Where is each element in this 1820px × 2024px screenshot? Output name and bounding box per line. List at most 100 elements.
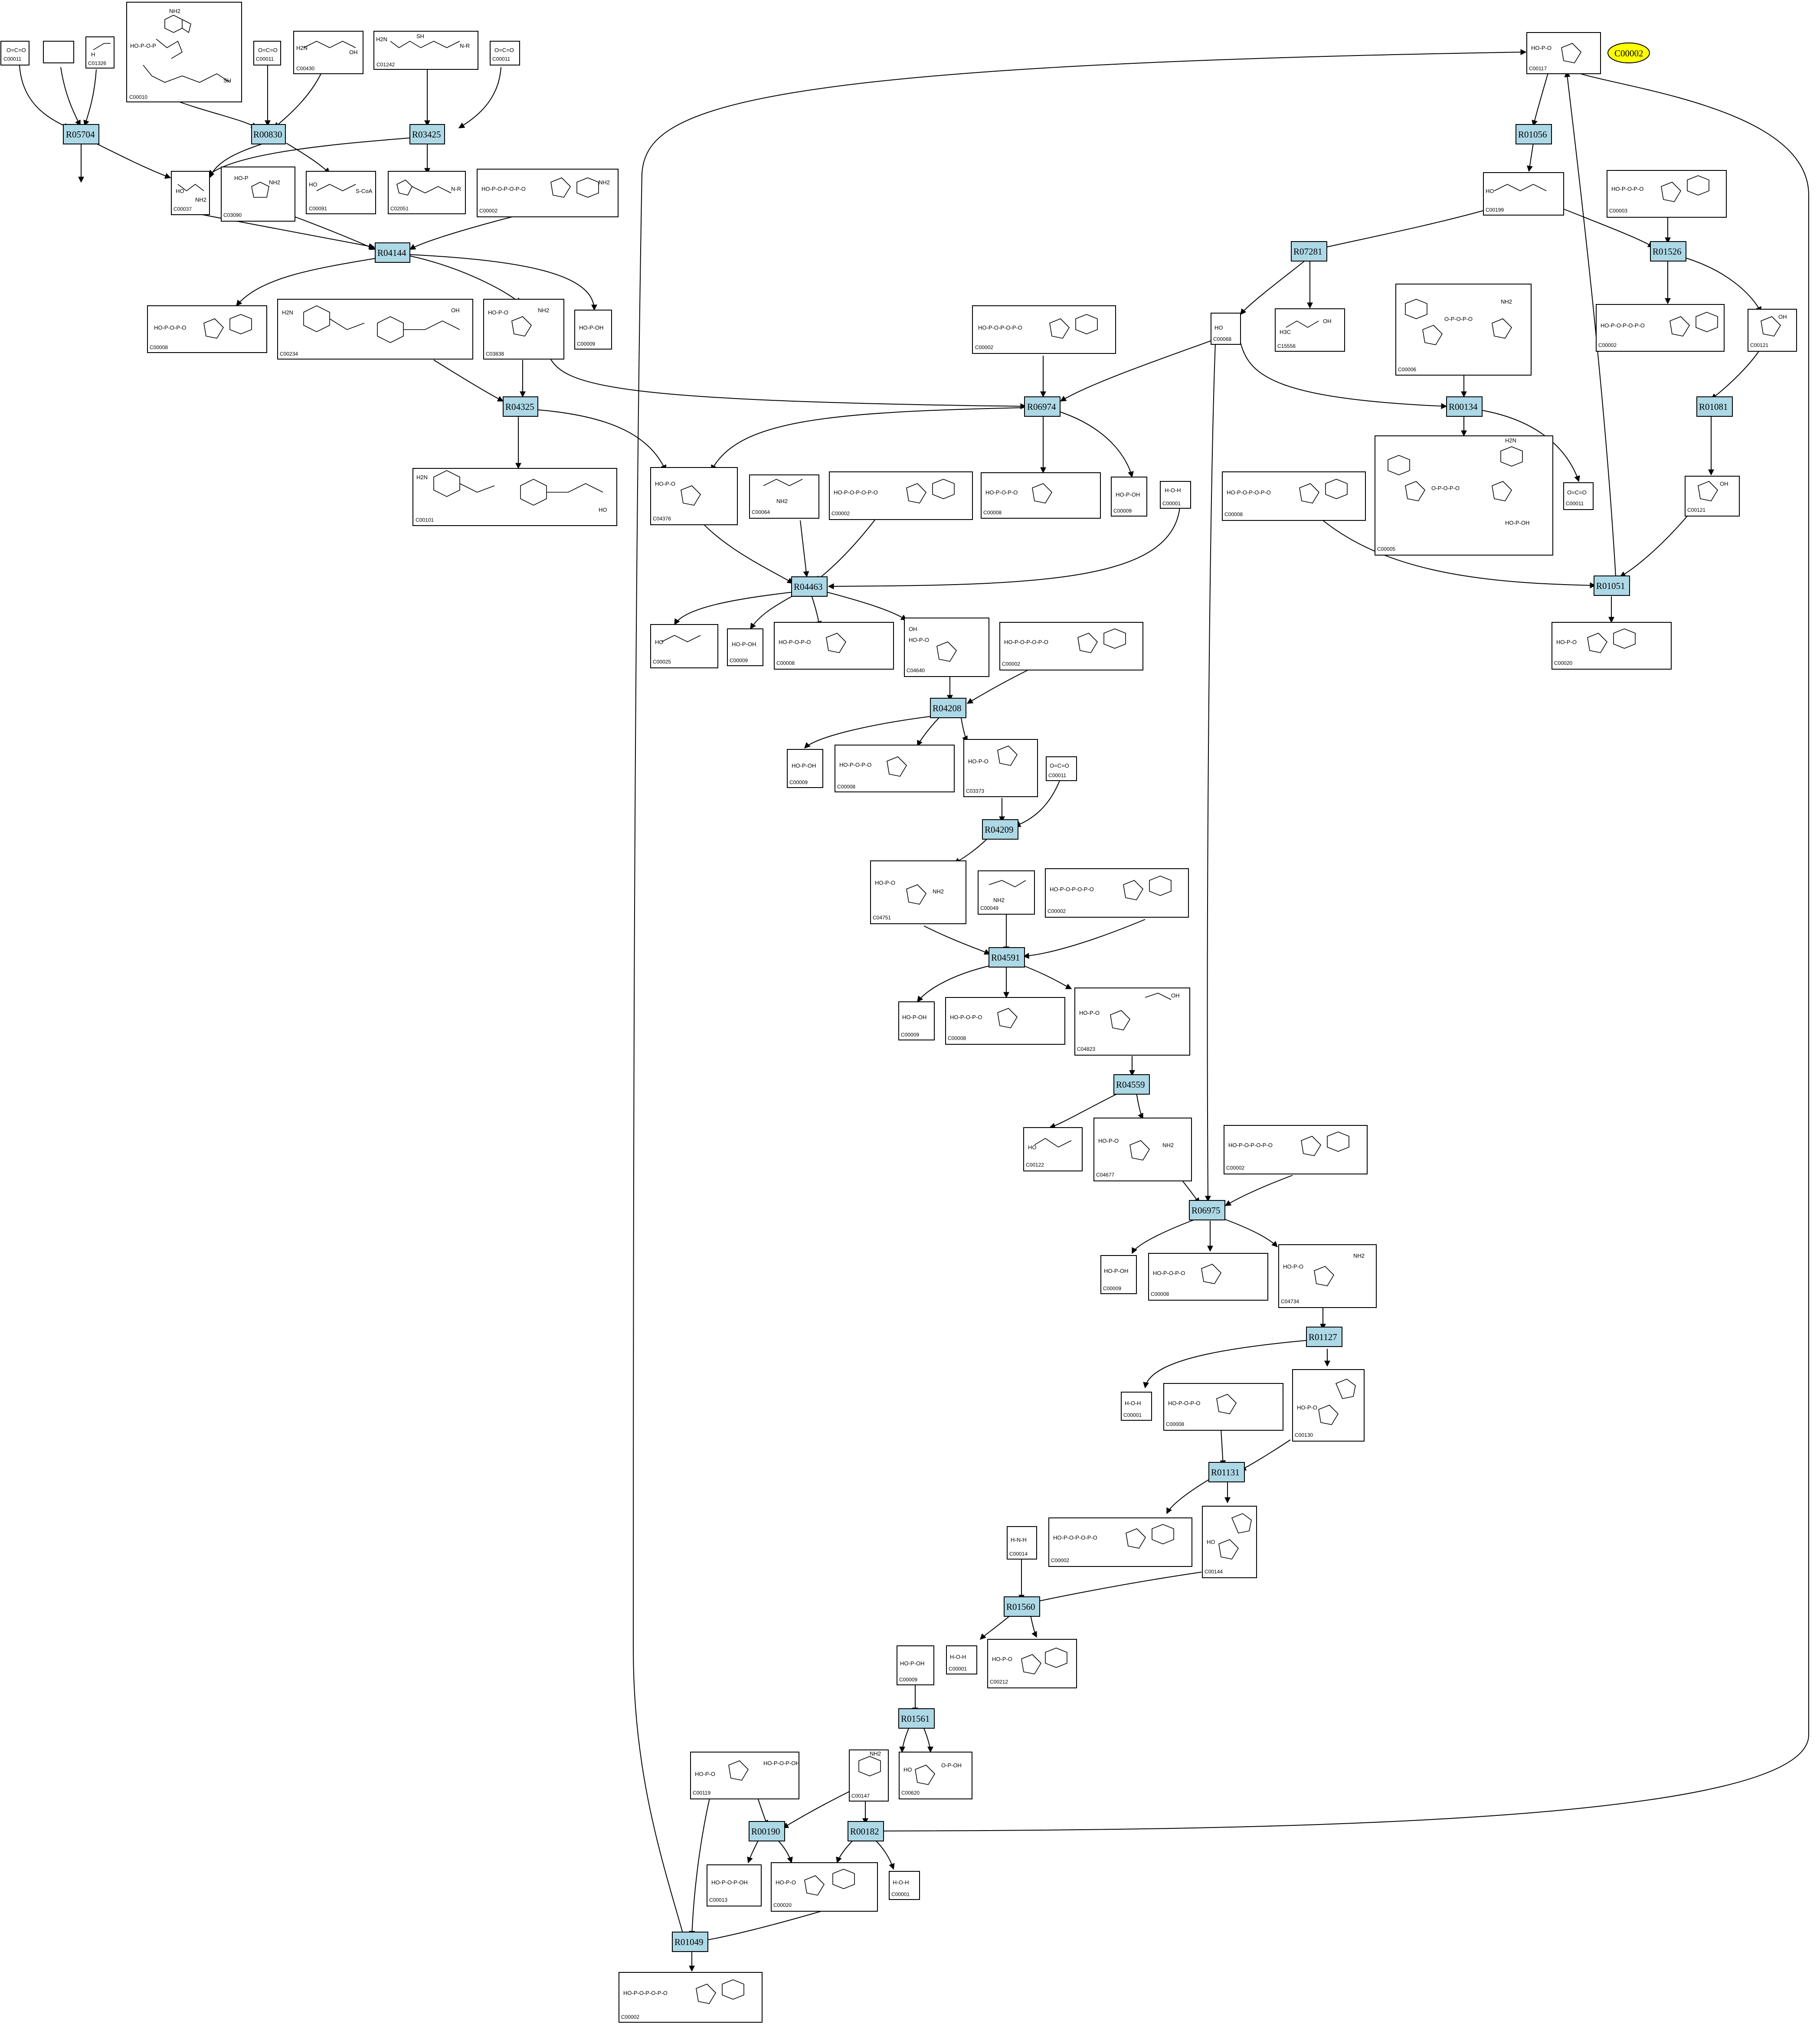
reaction-node[interactable]: R07281 — [1291, 241, 1327, 262]
compound-node[interactable]: HO-P-OH C00009 — [897, 1645, 934, 1685]
reaction-node[interactable]: R00190 — [749, 1821, 785, 1841]
compound-node[interactable]: HO C00122 — [1023, 1127, 1083, 1171]
compound-node[interactable]: H2N OH C00234 — [277, 299, 473, 360]
compound-node[interactable]: HO O-P-OH C00620 — [899, 1752, 972, 1799]
compound-node[interactable]: HO-P-O-P-O C00008 — [147, 305, 267, 353]
compound-node[interactable]: HO-P-O-P-O C00008 — [981, 472, 1101, 519]
compound-node[interactable]: HO-P-O-P-O C00008 — [945, 997, 1065, 1045]
compound-node[interactable]: HO-P-OH C00009 — [1111, 477, 1147, 517]
reaction-node[interactable]: R03425 — [409, 124, 445, 144]
compound-node[interactable]: HO-P-OH C00009 — [574, 310, 612, 350]
compound-node[interactable] — [43, 41, 74, 63]
compound-node[interactable]: HO NH2 C00037 — [171, 171, 210, 215]
compound-node[interactable]: HO-P-OH C00009 — [898, 1001, 935, 1040]
compound-node[interactable]: HO-P-O NH2 C03838 — [483, 299, 564, 360]
compound-node[interactable]: NH2 C00064 — [749, 474, 819, 519]
reaction-node[interactable]: R01561 — [898, 1708, 935, 1729]
compound-node[interactable]: HO-P-O-P-O C00008 — [774, 622, 894, 670]
compound-node[interactable]: HO-P-O-P-O C00008 — [835, 745, 955, 792]
compound-node[interactable]: HO-P-O C00212 — [987, 1639, 1077, 1688]
reaction-node[interactable]: R01049 — [672, 1932, 708, 1952]
reaction-node[interactable]: R04591 — [989, 947, 1025, 968]
reaction-node[interactable]: R01051 — [1594, 575, 1630, 596]
reaction-node[interactable]: R04559 — [1113, 1074, 1150, 1095]
compound-node[interactable]: HO C00199 — [1483, 172, 1564, 216]
compound-node[interactable]: NH2 C00049 — [978, 870, 1035, 915]
compound-node[interactable]: NH2 C00147 — [849, 1749, 889, 1802]
reaction-node[interactable]: R01081 — [1696, 396, 1733, 417]
compound-node[interactable]: H-N-H C00014 — [1007, 1526, 1037, 1560]
compound-node[interactable]: O=C=O C00011 — [0, 41, 29, 65]
compound-node[interactable]: HO C00068 — [1211, 313, 1241, 345]
reaction-node[interactable]: R05704 — [63, 124, 99, 144]
compound-node[interactable]: N-R C02051 — [388, 171, 466, 214]
reaction-node[interactable]: R06975 — [1189, 1200, 1225, 1220]
compound-node[interactable]: HO C00025 — [650, 624, 718, 668]
compound-node[interactable]: H2N HO C00101 — [412, 468, 617, 526]
compound-node[interactable]: HO-P-O-P-O-P-O C00002 — [972, 305, 1116, 354]
compound-node[interactable]: HO S-CoA C00091 — [306, 171, 376, 214]
compound-node[interactable]: HO-P-O-P-O-P-O NH2 C00002 — [477, 169, 619, 217]
compound-node[interactable]: HO-P-O C00020 — [1552, 622, 1672, 670]
compound-node[interactable]: H-O-H C00001 — [889, 1871, 920, 1900]
compound-node[interactable]: HO-P-O NH2 C04751 — [870, 860, 966, 924]
compound-node[interactable]: O=C=O C00011 — [490, 41, 520, 65]
compound-node[interactable]: HO-P-O C03373 — [963, 739, 1038, 797]
compound-node[interactable]: HO-P-O NH2 C04677 — [1093, 1118, 1192, 1181]
compound-node[interactable]: HO-P-O OH C04823 — [1074, 987, 1190, 1056]
compound-node[interactable]: HO-P NH2 C03090 — [221, 167, 295, 222]
compound-node[interactable]: HO-P-O NH2 C04734 — [1278, 1244, 1377, 1308]
compound-node[interactable]: HO-P-O C04376 — [650, 467, 738, 525]
reaction-node[interactable]: R04325 — [503, 396, 538, 417]
reaction-node[interactable]: R00134 — [1446, 396, 1483, 417]
compound-node[interactable]: H-O-H C00001 — [1121, 1392, 1152, 1421]
compound-node[interactable]: HO-P-O-P-O-P-O C00008 — [1222, 471, 1366, 521]
compound-node[interactable]: HO-P-OH C00009 — [787, 749, 823, 788]
compound-node[interactable]: HO-P-O-P-O-P-O C00002 — [999, 622, 1143, 670]
compound-node[interactable]: H-O-H C00001 — [946, 1645, 977, 1674]
compound-node[interactable]: HO-P-O-P-OH C00013 — [707, 1864, 762, 1906]
compound-node[interactable]: HO-P-O-P-O-P-O C00002 — [1224, 1125, 1368, 1174]
compound-node[interactable]: OH C00121 — [1748, 309, 1797, 352]
compound-node[interactable]: HO-P-O C00117 — [1526, 32, 1601, 74]
reaction-node[interactable]: R00182 — [848, 1821, 884, 1841]
reaction-node[interactable]: R01526 — [1650, 241, 1686, 262]
reaction-node[interactable]: R04144 — [375, 242, 410, 263]
compound-node[interactable]: O=C=O C00011 — [1046, 756, 1077, 781]
compound-node[interactable]: HO-P-O-P-O C00008 — [1163, 1383, 1283, 1431]
compound-node[interactable]: HO-P-O-P-O-P-O C00002 — [829, 471, 973, 520]
reaction-node[interactable]: R04463 — [791, 576, 828, 597]
compound-node[interactable]: HO-P-O-P-O C00008 — [1148, 1253, 1268, 1301]
compound-node[interactable]: H-O-H C00001 — [1160, 481, 1191, 509]
compound-node[interactable]: HO-P-OH C00009 — [727, 628, 763, 666]
compound-node[interactable]: O-P-O-P-O NH2 C00006 — [1395, 284, 1532, 376]
compound-node[interactable]: HO-P-O HO-P-O-P-OH C00119 — [690, 1752, 800, 1799]
reaction-node[interactable]: R00830 — [251, 124, 286, 144]
compound-node[interactable]: O=C=O C00011 — [1563, 482, 1594, 510]
compound-node[interactable]: HO-P-O-P-O-P-O C00002 — [619, 1972, 763, 2023]
compound-node[interactable]: O-P-O-P-O H2N HO-P-OH C00005 — [1375, 435, 1553, 556]
reaction-node[interactable]: R01127 — [1306, 1327, 1342, 1347]
reaction-node[interactable]: R04208 — [930, 698, 966, 718]
compound-node[interactable]: HO C00144 — [1202, 1506, 1257, 1578]
compound-node[interactable]: H2N SH N-R C01242 — [373, 31, 478, 70]
compound-node[interactable]: HO-P-O C00020 — [771, 1862, 878, 1912]
compound-node[interactable]: HO-P-O-P-O-P-O C00002 — [1596, 304, 1725, 352]
compound-node[interactable]: OH HO-P-O C04640 — [904, 618, 989, 677]
compound-node[interactable]: H2N OH C00430 — [293, 31, 363, 74]
reaction-node[interactable]: R04209 — [982, 819, 1018, 840]
reaction-node[interactable]: R01560 — [1004, 1596, 1040, 1617]
compound-node[interactable]: HO-P-O-P-O C00003 — [1607, 170, 1727, 218]
compound-node[interactable]: OH C00121 — [1685, 476, 1740, 517]
reaction-node[interactable]: R01131 — [1208, 1462, 1245, 1482]
reaction-node[interactable]: R06974 — [1024, 396, 1061, 417]
compound-node[interactable]: H3C OH C15556 — [1275, 308, 1345, 352]
compound-node[interactable]: NH2 HO-P-O-P SH C00010 — [126, 2, 242, 102]
compound-node[interactable]: HO-P-O-P-O-P-O C00002 — [1045, 868, 1189, 918]
compound-node[interactable]: HO-P-O-P-O-P-O C00002 — [1048, 1517, 1192, 1567]
reaction-node[interactable]: R01056 — [1516, 124, 1552, 144]
highlight-compound[interactable]: C00002 — [1607, 43, 1650, 63]
compound-node[interactable]: HO-P-OH C00009 — [1100, 1255, 1137, 1294]
compound-node[interactable]: HO-P-O C00130 — [1292, 1369, 1365, 1442]
compound-node[interactable]: O=C=O C00011 — [253, 41, 281, 65]
